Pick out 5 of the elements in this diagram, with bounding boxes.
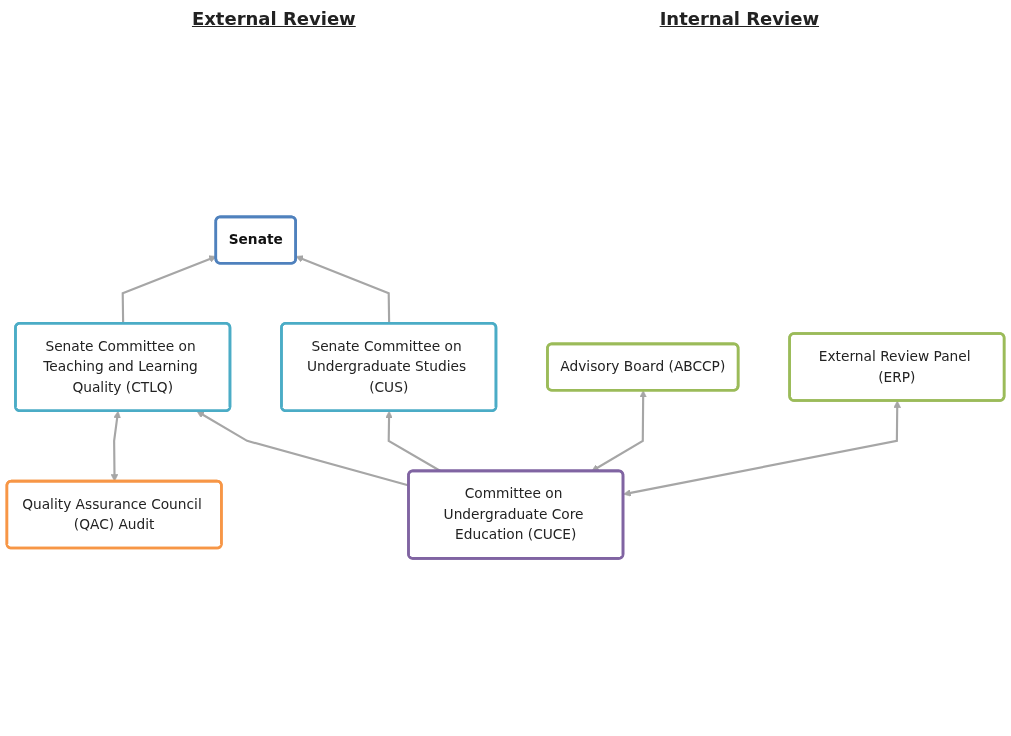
section-heading: Internal Review (659, 8, 820, 31)
arrow (591, 390, 647, 472)
arrow (110, 411, 121, 482)
section-heading: External Review (191, 8, 356, 31)
arrow (623, 400, 901, 497)
